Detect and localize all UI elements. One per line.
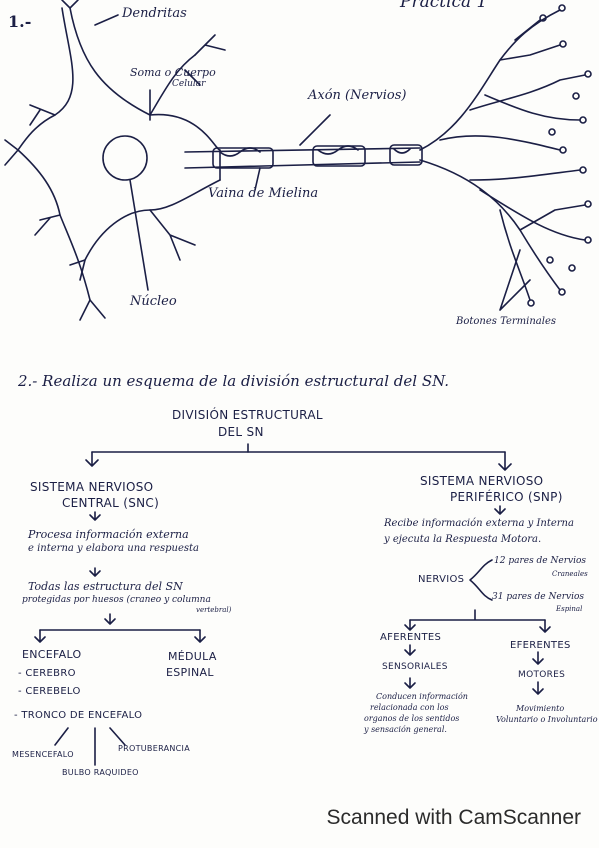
snc-description-line1: Procesa información externa <box>28 528 189 541</box>
aferentes-desc-line3: organos de los sentidos <box>364 714 460 723</box>
camscanner-watermark: Scanned with CamScanner <box>326 806 581 829</box>
medula-title-line2: ESPINAL <box>166 666 214 679</box>
neuron-soma-outline <box>4 0 226 321</box>
snp-description-line1: Recibe información externa y Interna <box>384 518 574 529</box>
label-soma-celular: Celular <box>172 79 206 89</box>
aferentes-desc-line1: Conducen información <box>376 692 468 701</box>
tronco-mesencefalo: MESENCEFALO <box>12 750 74 759</box>
label-axon: Axón (Nervios) <box>308 88 407 103</box>
arrow-nucleo <box>129 179 149 291</box>
nervios-label: NERVIOS <box>418 574 465 585</box>
nervios-craneales-line1: 12 pares de Nervios <box>494 556 586 566</box>
encefalo-title: ENCEFALO <box>22 648 82 661</box>
nervios-craneales-line2: Craneales <box>552 570 588 578</box>
label-nucleo: Núcleo <box>130 294 177 309</box>
snp-description-line2: y ejecuta la Respuesta Motora. <box>384 534 542 545</box>
neuron-nucleus <box>102 135 148 181</box>
eferentes-title: EFERENTES <box>510 640 571 651</box>
label-soma: Soma o Cuerpo <box>130 66 216 79</box>
arrow-botones <box>499 249 531 311</box>
label-dendritas: Dendritas <box>122 6 187 21</box>
encefalo-cerebro: - CEREBRO <box>18 668 76 679</box>
part-1-number: 1.- <box>8 12 32 31</box>
eferentes-desc-line2: Voluntario o Involuntario <box>496 715 598 724</box>
encefalo-cerebelo: - CEREBELO <box>18 686 81 697</box>
aferentes-title: AFERENTES <box>380 632 442 643</box>
arrow-dendritas <box>94 14 119 26</box>
medula-title-line1: MÉDULA <box>168 650 217 663</box>
aferentes-sensoriales: SENSORIALES <box>382 662 448 672</box>
diagram-connectors <box>34 443 551 766</box>
question-2: 2.- Realiza un esquema de la división es… <box>18 372 450 390</box>
label-vaina-mielina: Vaina de Mielina <box>208 186 319 201</box>
eferentes-desc-line1: Movimiento <box>516 704 565 713</box>
page-title: Practica 1 <box>400 0 488 12</box>
snc-title-line1: SISTEMA NERVIOSO <box>30 480 154 494</box>
aferentes-desc-line2: relacionada con los <box>370 703 449 712</box>
aferentes-desc-line4: y sensación general. <box>364 725 447 734</box>
tronco-bulbo-raquideo: BULBO RAQUIDEO <box>62 768 139 777</box>
snc-description-line2: e interna y elabora una respuesta <box>28 543 200 554</box>
snc-structure-line3: vertebral) <box>196 606 232 614</box>
snc-title-line2: CENTRAL (SNC) <box>62 496 160 510</box>
eferentes-motores: MOTORES <box>518 670 566 680</box>
label-botones-terminales: Botones Terminales <box>456 316 556 327</box>
nervios-espinales-line2: Espinal <box>556 605 583 613</box>
nervios-espinales-line1: 31 pares de Nervios <box>492 592 584 602</box>
encefalo-tronco: - TRONCO DE ENCEFALO <box>14 710 143 721</box>
arrow-axon <box>299 114 331 146</box>
snc-structure-line1: Todas las estructura del SN <box>28 580 183 593</box>
root-title-line2: DEL SN <box>218 425 264 439</box>
root-title-line1: DIVISIÓN ESTRUCTURAL <box>172 408 323 422</box>
arrow-vaina <box>254 167 261 191</box>
neuron-axon-terminals <box>419 4 592 307</box>
snp-title-line2: PERIFÉRICO (SNP) <box>450 490 563 504</box>
snp-title-line1: SISTEMA NERVIOSO <box>420 474 544 488</box>
tronco-protuberancia: PROTUBERANCIA <box>118 744 190 753</box>
snc-structure-line2: protegidas por huesos (craneo y columna <box>22 595 211 605</box>
neuron-axon <box>184 144 423 169</box>
